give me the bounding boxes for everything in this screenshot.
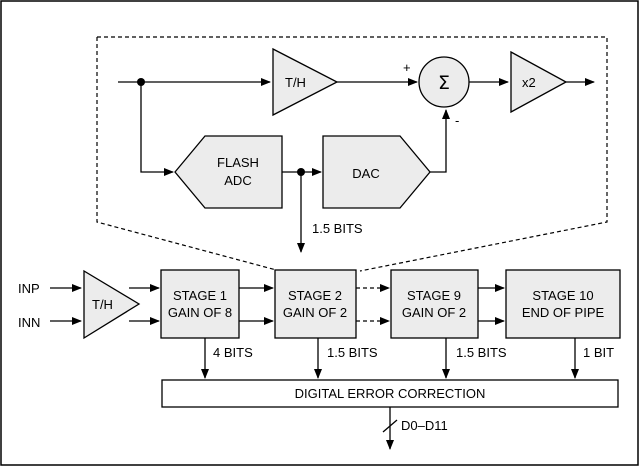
stage-1-bits-label: 4 BITS [213, 345, 253, 360]
stage-9-gain: GAIN OF 2 [402, 305, 466, 320]
input-inp-label: INP [18, 281, 40, 296]
stage-2-name: STAGE 2 [288, 288, 342, 303]
input-track-hold-label: T/H [92, 297, 113, 312]
stage-detail-outline [96, 36, 608, 272]
adc-feed-line [140, 82, 174, 176]
detail-track-hold-amp [272, 47, 339, 117]
stage-10-gain: END OF PIPE [522, 305, 605, 320]
stage-9-bits-label: 1.5 BITS [456, 345, 507, 360]
stage-2-bits-label: 1.5 BITS [327, 345, 378, 360]
sum-minus-label: - [455, 113, 459, 128]
stage-9-name: STAGE 9 [407, 288, 461, 303]
flash-adc-label-line1: FLASH [217, 155, 259, 170]
stage-10-block [505, 269, 621, 339]
dac-to-sum-line [430, 109, 450, 173]
gain-amplifier [510, 50, 568, 114]
gain-label: x2 [522, 75, 536, 90]
stage-bits-label: 1.5 BITS [312, 221, 363, 236]
stage-2-gain: GAIN OF 2 [283, 305, 347, 320]
sum-symbol: Σ [438, 72, 450, 94]
flash-adc-block [174, 135, 283, 209]
stage-10-bits-label: 1 BIT [583, 345, 614, 360]
stage-1-block [160, 269, 240, 339]
stage-2-block [274, 269, 357, 339]
detail-track-hold-label: T/H [285, 75, 306, 90]
stage-1-gain: GAIN OF 8 [168, 305, 232, 320]
input-track-hold-amp [83, 269, 141, 340]
flash-adc-label-line2: ADC [224, 173, 251, 188]
output-bus-slash [382, 419, 398, 433]
stage-9-block [390, 269, 479, 339]
stage-1-name: STAGE 1 [173, 288, 227, 303]
stage-10-name: STAGE 10 [532, 288, 593, 303]
output-bus-label: D0–D11 [401, 418, 448, 433]
sum-plus-label: + [403, 60, 411, 75]
dac-block [322, 135, 431, 209]
digital-error-correction-label: DIGITAL ERROR CORRECTION [295, 386, 486, 401]
input-inn-label: INN [18, 315, 40, 330]
dac-label: DAC [352, 166, 379, 181]
